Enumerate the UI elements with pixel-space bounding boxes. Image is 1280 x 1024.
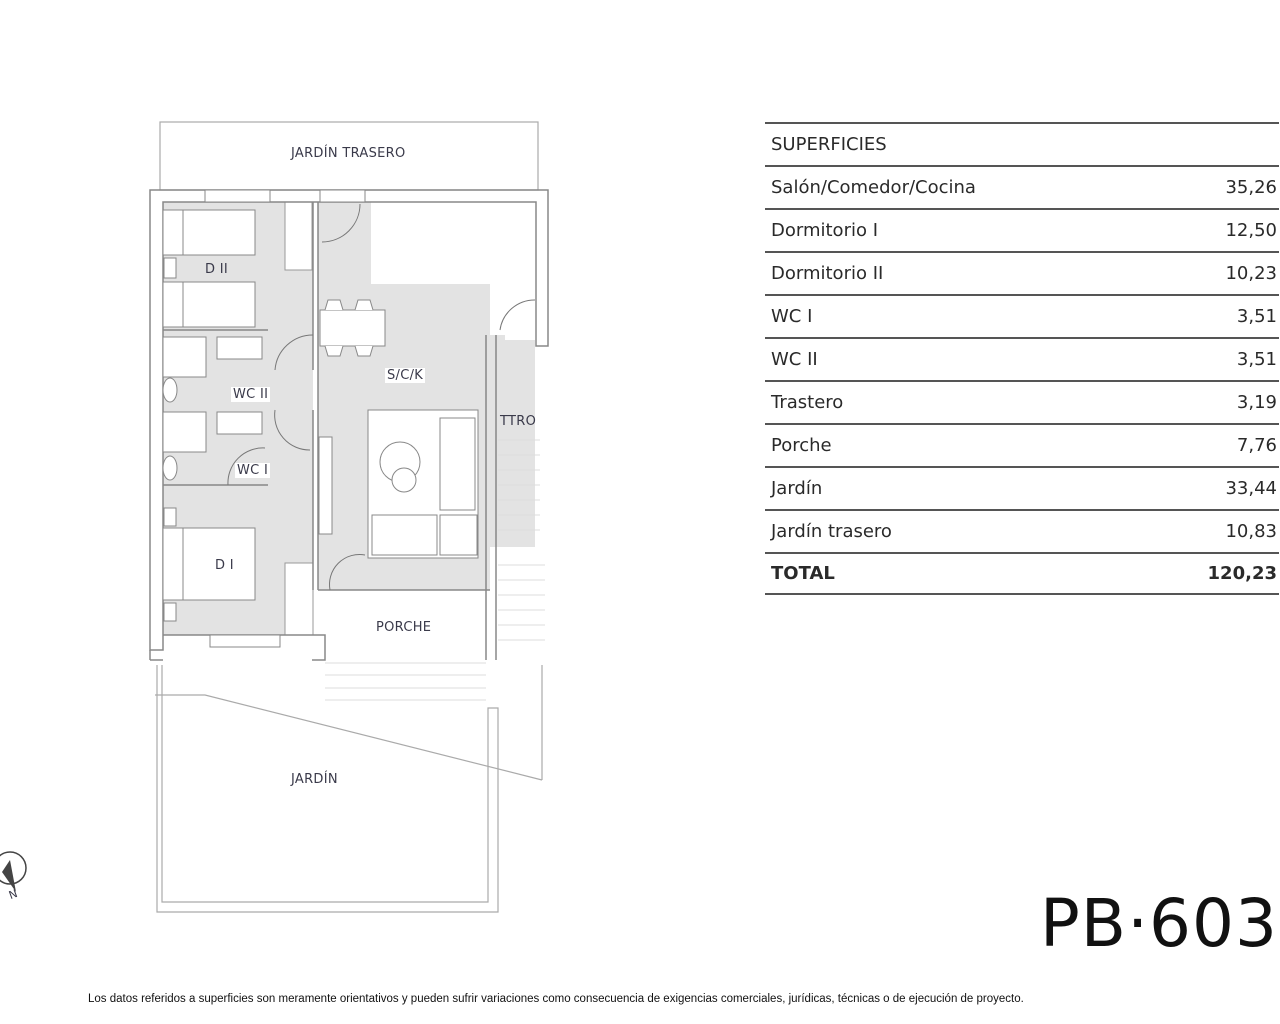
- row-label: Trastero: [771, 392, 844, 413]
- row-value: 3,19: [1236, 392, 1277, 413]
- label-wc2: WC II: [231, 387, 271, 402]
- table-row: Jardín 33,44: [765, 466, 1279, 509]
- table-row: WC I 3,51: [765, 294, 1279, 337]
- surfaces-table: SUPERFICIES Salón/Comedor/Cocina 35,26 Do…: [765, 122, 1279, 595]
- row-label: Jardín: [771, 478, 823, 499]
- table-row: Dormitorio II 10,23: [765, 251, 1279, 294]
- row-label: WC I: [771, 306, 813, 327]
- table-row: Salón/Comedor/Cocina 35,26: [765, 165, 1279, 208]
- row-value: 7,76: [1236, 435, 1277, 456]
- label-jardin-trasero: JARDÍN TRASERO: [291, 146, 406, 161]
- label-ttro: TTRO: [500, 414, 537, 429]
- disclaimer: Los datos referidos a superficies son me…: [88, 993, 1024, 1005]
- north-compass-icon: [0, 851, 27, 892]
- row-value: 3,51: [1236, 349, 1277, 370]
- label-sck: S/C/K: [385, 368, 426, 383]
- total-row: TOTAL 120,23: [765, 552, 1279, 595]
- label-porche: PORCHE: [376, 620, 432, 635]
- row-value: 3,51: [1236, 306, 1277, 327]
- label-wc1: WC I: [235, 463, 271, 478]
- row-label: Jardín trasero: [771, 521, 892, 542]
- floor-plan: JARDÍN TRASERO D II WC II WC I S/C/K TTR…: [0, 0, 600, 960]
- row-value: 35,26: [1225, 177, 1277, 198]
- row-label: Salón/Comedor/Cocina: [771, 177, 976, 198]
- row-value: 33,44: [1225, 478, 1277, 499]
- total-label: TOTAL: [771, 563, 835, 584]
- row-label: Porche: [771, 435, 832, 456]
- row-value: 12,50: [1225, 220, 1277, 241]
- row-label: Dormitorio I: [771, 220, 879, 241]
- total-value: 120,23: [1207, 563, 1277, 584]
- surfaces-header: SUPERFICIES: [765, 122, 1279, 165]
- table-row: Jardín trasero 10,83: [765, 509, 1279, 552]
- table-row: Porche 7,76: [765, 423, 1279, 466]
- unit-reference: PB·603: [1040, 885, 1279, 962]
- label-d1: D I: [215, 558, 234, 573]
- row-value: 10,83: [1225, 521, 1277, 542]
- surfaces-title: SUPERFICIES: [771, 134, 887, 155]
- label-jardin: JARDÍN: [291, 772, 338, 787]
- label-d2: D II: [205, 262, 229, 277]
- table-row: Dormitorio I 12,50: [765, 208, 1279, 251]
- table-row: Trastero 3,19: [765, 380, 1279, 423]
- table-row: WC II 3,51: [765, 337, 1279, 380]
- row-value: 10,23: [1225, 263, 1277, 284]
- floor-plan-drawing: [0, 121, 549, 913]
- row-label: WC II: [771, 349, 818, 370]
- row-label: Dormitorio II: [771, 263, 884, 284]
